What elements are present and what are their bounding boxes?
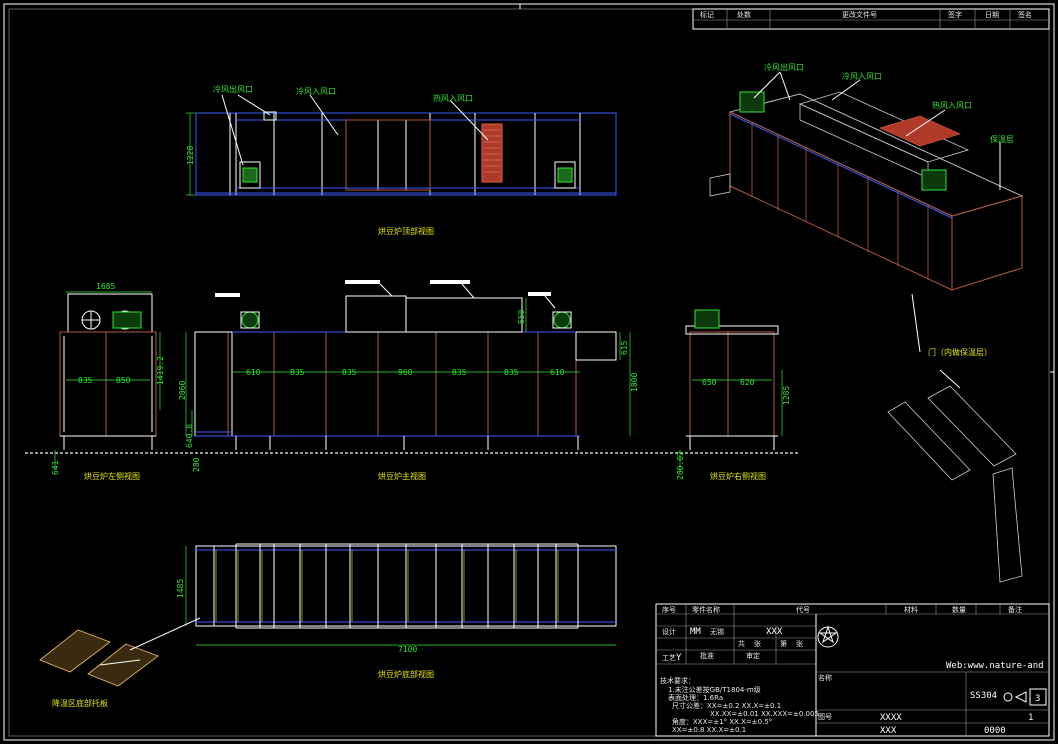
right-dim-a: 650 [702,378,717,387]
tb-note: XX.XX=±0.01 XX.XXX=±0.005 [710,710,819,718]
main-dim-1: 835 [290,368,305,377]
top-label-cold-out: 冷风出风口 [213,84,253,94]
main-dim-right-top: 615 [620,340,629,355]
tb-cell: 张 [796,639,803,648]
tb-note: 表面处理：1.6Ra [668,693,723,702]
main-view: 610 835 835 960 835 835 610 550 615 1800… [178,280,639,481]
main-dim-5: 835 [504,368,519,377]
top-view: 冷风出风口 冷风入风口 热风入风口 1228 烘豆炉顶部视图 [186,84,617,236]
tb-header: 零件名称 [692,605,720,614]
main-dim-0: 610 [246,368,261,377]
left-side-view: 1685 835 850 1419.2 641 烘豆炉左侧视图 [51,282,165,481]
rev-cell: 签名 [1018,10,1032,19]
main-dim-4: 835 [452,368,467,377]
tb-cell: 批准 [700,651,714,660]
left-view-caption: 烘豆炉左侧视图 [84,471,140,481]
rev-cell: 签字 [948,10,962,19]
code-text: 0000 [984,726,1006,736]
isometric-view: 冷风出风口 冷风入风口 热风入风口 保温层 门（内做保温层） [709,62,1024,583]
tb-cell: 工艺 [662,654,676,662]
title-block: 序号 零件名称 代号 材料 数量 备注 设计 MM 无锡 XXX 共 张 第 张… [655,603,1050,737]
rev-cell: 处数 [737,10,751,19]
bottom-dim-height: 1485 [176,579,185,598]
bottom-view: 1485 7100 烘豆炉底部视图 降温区底部托板 [39,543,617,708]
bottom-view-caption: 烘豆炉底部视图 [378,669,434,679]
iso-label-insulation: 保温层 [990,134,1014,144]
rev-cell: 标记 [700,10,714,19]
tb-cell: MM [690,627,701,637]
rev-cell: 更改文件号 [842,10,877,19]
tb-note: 技术要求： [660,676,695,685]
drawing-no: XXXX [880,713,902,723]
right-dim-height: 1285 [782,386,791,405]
right-dim-b: 620 [740,378,755,387]
tb-cell: 第 [780,639,787,648]
bottom-dim-length: 7100 [398,645,417,654]
web-text: Web:www.nature-and [946,661,1044,671]
main-dim-right: 1800 [630,373,639,392]
top-label-hot-in: 热风入风口 [433,93,473,103]
tb-note: 尺寸公差：XX=±0.2 XX.X=±0.1 [672,701,781,710]
tb-cell: XXX [766,627,783,637]
customer-text: XXX [880,726,897,736]
tb-header: 序号 [662,605,676,614]
rev-cell: 日期 [985,11,999,19]
tb-header: 备注 [1008,605,1022,614]
tb-cell: 设计 [662,627,676,636]
top-view-caption: 烘豆炉顶部视图 [378,226,434,236]
material-text: SS304 [970,691,997,701]
top-dim-height: 1228 [186,146,195,165]
main-dim-2: 835 [342,368,357,377]
main-dim-top: 550 [517,309,526,324]
tb-cell: Y [676,653,682,663]
sheet-text: 1 [1028,713,1033,723]
tb-drawing-no-label: 图号 [818,713,832,721]
main-dim-left-lower: 640.8 [185,424,194,448]
tb-name-label: 名称 [818,673,832,682]
right-dim-base: 280.02 [676,451,685,480]
scale-text: 3 [1035,694,1040,704]
door-label: 门（内做保温层） [928,347,992,357]
left-dim-b: 850 [116,376,131,385]
right-side-view: 650 620 1285 280.02 烘豆炉右侧视图 [676,309,791,481]
tray-label: 降温区底部托板 [52,698,108,708]
main-dim-3: 960 [398,368,413,377]
left-dim-a: 835 [78,376,93,385]
main-view-caption: 烘豆炉主视图 [378,471,426,481]
left-dim-base: 641 [51,460,60,475]
left-dim-height: 1419.2 [156,356,165,385]
tb-cell: 张 [754,639,761,648]
iso-label-cold-out: 冷风出风口 [764,62,804,72]
top-label-cold-in: 冷风入风口 [296,86,336,96]
tb-cell: 审定 [746,651,760,660]
tb-cell: 共 [738,639,745,648]
inner-frame [8,8,1050,737]
tb-header: 数量 [952,605,966,614]
left-dim-width: 1685 [96,282,115,291]
revision-header: 标记 处数 更改文件号 签字 日期 签名 [692,8,1050,30]
iso-label-hot-in: 热风入风口 [932,100,972,110]
iso-label-cold-in: 冷风入风口 [842,71,882,81]
main-dim-base: 280 [192,457,201,472]
tb-header: 代号 [796,605,810,614]
main-dim-left-total: 2060 [178,381,187,400]
tb-note: 角度：XXX=±1° XX.X=±0.5° [672,717,772,726]
main-dim-6: 610 [550,368,565,377]
tb-header: 材料 [904,605,918,614]
tb-note: XX=±0.8 XX.X=±0.1 [672,726,746,734]
tb-note: 1.未注公差按GB/T1804-m级 [668,685,761,694]
tb-cell: 无锡 [710,627,724,636]
right-view-caption: 烘豆炉右侧视图 [710,471,766,481]
